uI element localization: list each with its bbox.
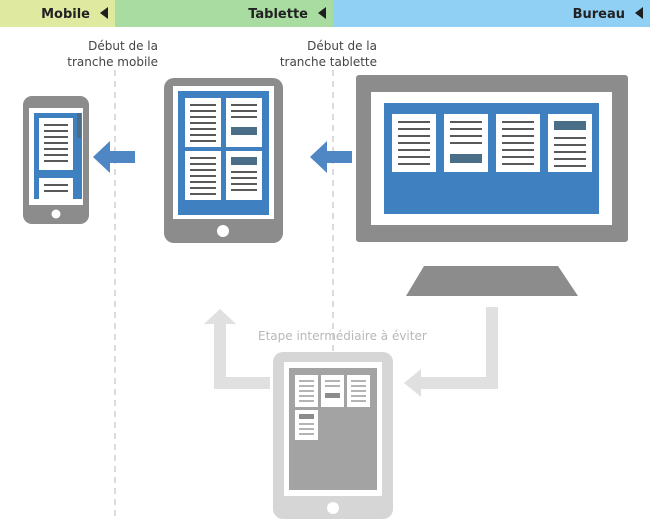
mobile-doc bbox=[39, 118, 73, 170]
desktop-doc-1 bbox=[392, 114, 436, 172]
intermediate-doc-3 bbox=[347, 375, 370, 407]
chevron-left-icon bbox=[635, 7, 643, 19]
tablet-breakpoint-caption: Début de la tranche tablette bbox=[280, 38, 377, 70]
chevron-left-icon bbox=[318, 7, 326, 19]
tablet-band-label: Tablette bbox=[248, 7, 308, 22]
desktop-doc-4 bbox=[548, 114, 592, 172]
tablet-band: Tablette bbox=[115, 0, 333, 27]
desktop-doc-3 bbox=[496, 114, 540, 172]
mobile-breakpoint-caption: Début de la tranche mobile bbox=[67, 38, 158, 70]
desktop-band: Bureau bbox=[333, 0, 650, 27]
phone-home-button bbox=[51, 209, 61, 219]
tablet-home-button bbox=[217, 225, 229, 237]
desktop-band-label: Bureau bbox=[572, 7, 625, 22]
arrow-left-icon bbox=[310, 141, 352, 173]
desktop-monitor bbox=[356, 75, 628, 296]
intermediate-path-arrows bbox=[204, 307, 498, 397]
intermediate-doc-1 bbox=[295, 375, 318, 407]
intermediate-doc-4 bbox=[295, 410, 318, 440]
tablet-caption-line2: tranche tablette bbox=[279, 55, 377, 69]
mobile-band: Mobile bbox=[0, 0, 115, 27]
desktop-doc-2 bbox=[444, 114, 488, 172]
tablet-doc-1 bbox=[185, 98, 221, 147]
mobile-scrollbar bbox=[77, 113, 81, 138]
mobile-device bbox=[23, 96, 89, 224]
mobile-caption-line1: Début de la bbox=[88, 39, 158, 53]
chevron-left-icon bbox=[100, 7, 108, 19]
tablet-doc-2 bbox=[226, 98, 262, 147]
intermediate-tablet bbox=[273, 352, 393, 519]
intermediate-home-button bbox=[327, 502, 339, 514]
tablet-caption-line1: Début de la bbox=[307, 39, 377, 53]
intermediate-step-label: Etape intermédiaire à éviter bbox=[258, 329, 427, 343]
tablet-doc-4 bbox=[226, 151, 262, 200]
mobile-caption-line2: tranche mobile bbox=[67, 55, 158, 69]
tablet-doc-3 bbox=[185, 151, 221, 200]
monitor-stand bbox=[406, 266, 578, 296]
arrow-left-icon bbox=[93, 141, 135, 173]
tablet-device bbox=[164, 78, 283, 243]
intermediate-doc-2 bbox=[321, 375, 344, 407]
mobile-band-label: Mobile bbox=[41, 7, 90, 22]
